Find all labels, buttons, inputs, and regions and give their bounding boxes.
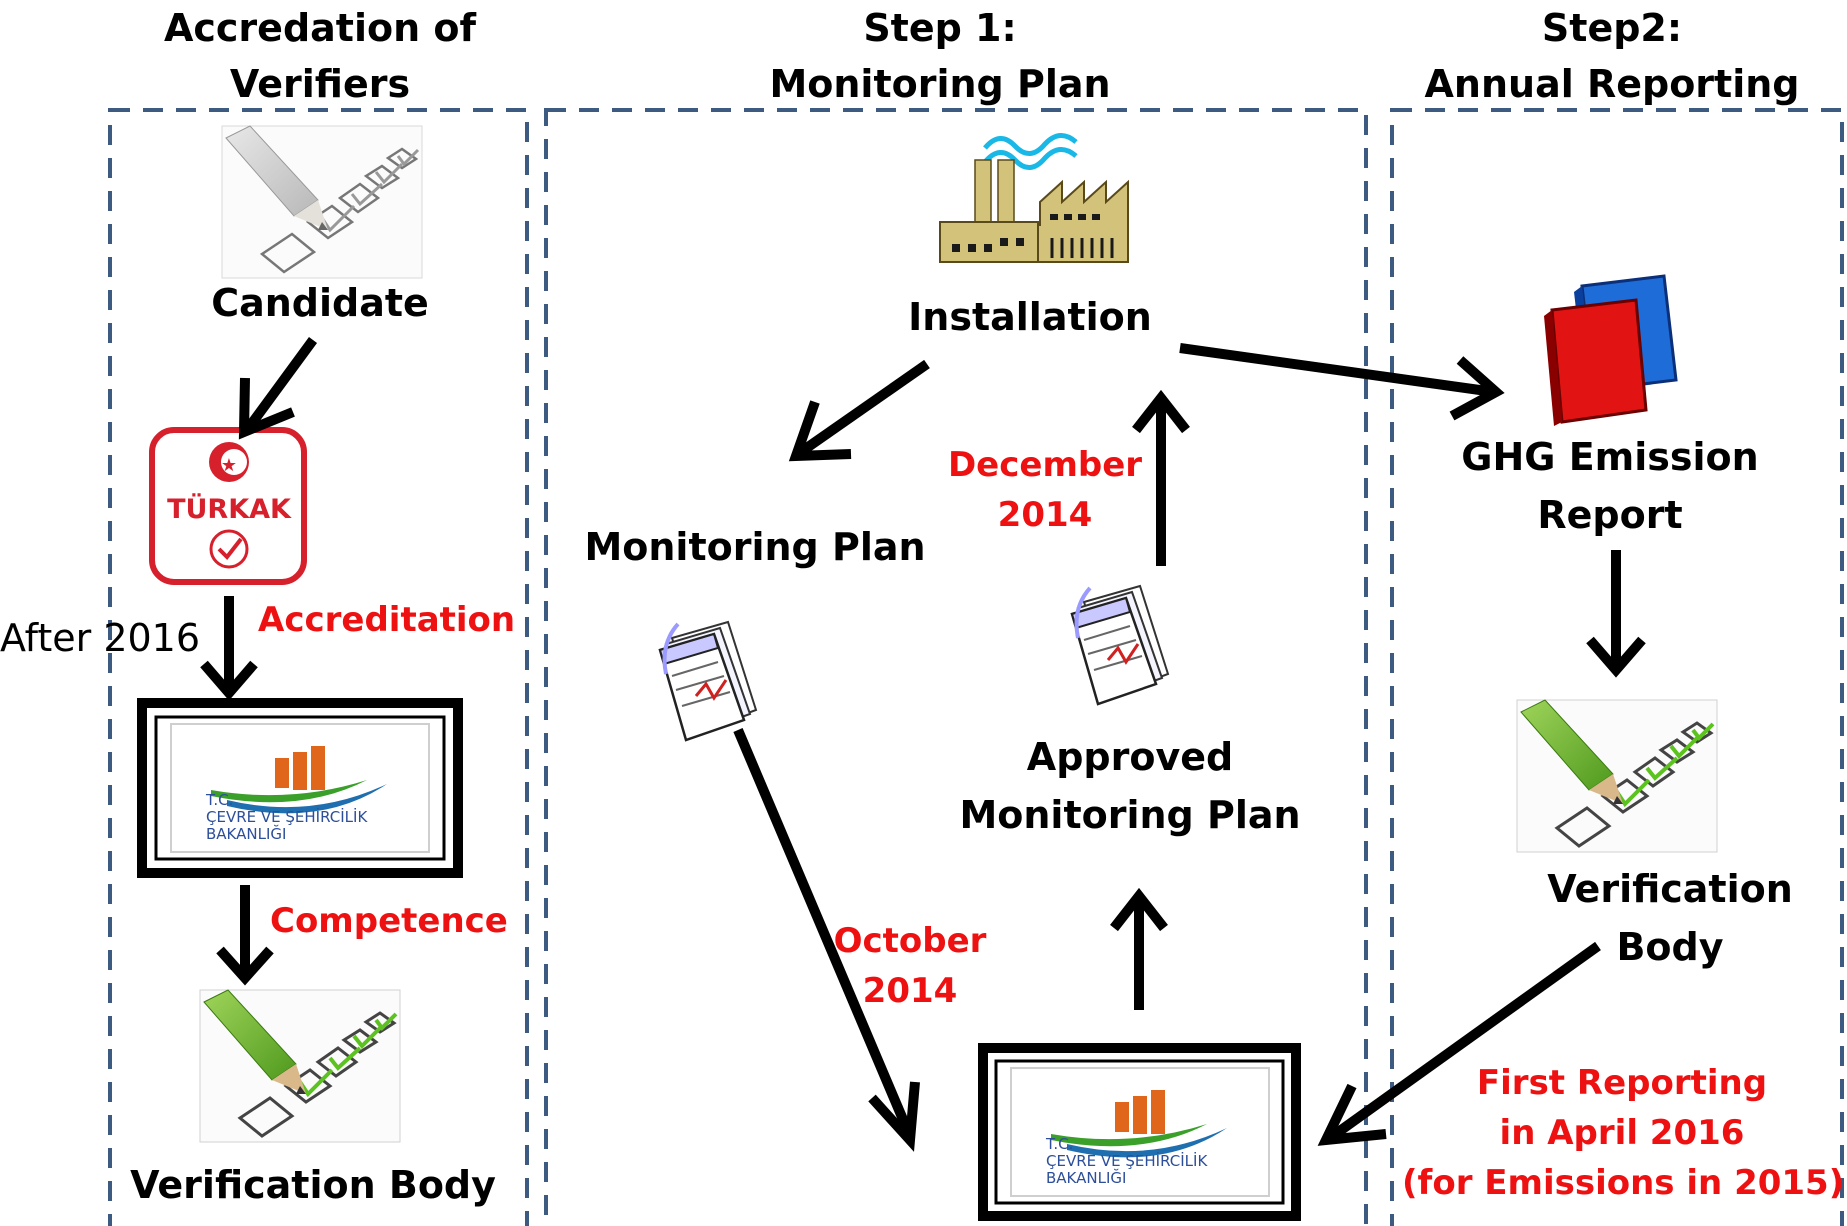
october-2014-label-line2: 2014 <box>862 971 958 1011</box>
october-2014-label-line1: October <box>833 921 987 961</box>
approved-plan-document-icon <box>1070 584 1170 706</box>
ministry-logo-left: T.C. ÇEVRE VE ŞEHİRCİLİK BAKANLIĞI <box>137 698 463 878</box>
first-reporting-label-line1: First Reporting <box>1476 1063 1768 1103</box>
first-reporting-label: First Reporting in April 2016 (for Emiss… <box>1402 1058 1845 1208</box>
report-binders-icon <box>1544 274 1678 426</box>
turkak-logo-icon: ★ TÜRKAK <box>149 427 307 585</box>
svg-text:ÇEVRE VE ŞEHİRCİLİK: ÇEVRE VE ŞEHİRCİLİK <box>1046 1151 1208 1170</box>
monitoring-plan-label: Monitoring Plan <box>584 525 926 569</box>
turkak-logo-text: TÜRKAK <box>167 492 292 525</box>
december-2014-label-line2: 2014 <box>997 495 1093 535</box>
step1-heading: Step 1: Monitoring Plan <box>740 0 1140 112</box>
arrow-candidate-to-turkak <box>238 337 318 440</box>
accreditation-edge-label: Accreditation <box>258 600 516 640</box>
factory-icon <box>939 133 1129 263</box>
step2-heading-line1: Step2: <box>1541 6 1683 50</box>
december-2014-label-line1: December <box>947 445 1143 485</box>
approved-plan-label-line1: Approved <box>1026 735 1234 779</box>
verification-body-right-label-line1: Verification <box>1547 867 1793 911</box>
svg-text:BAKANLIĞI: BAKANLIĞI <box>206 824 286 843</box>
after-2016-label: After 2016 <box>0 616 201 660</box>
ministry-logo-center: T.C. ÇEVRE VE ŞEHİRCİLİK BAKANLIĞI <box>978 1043 1301 1221</box>
arrow-turkak-to-ministry <box>200 596 258 701</box>
verification-body-right-label-line2: Body <box>1616 925 1724 969</box>
accreditation-heading-line2: Verifiers <box>229 62 411 106</box>
svg-text:BAKANLIĞI: BAKANLIĞI <box>1046 1168 1126 1187</box>
step2-heading-line2: Annual Reporting <box>1424 62 1800 106</box>
arrow-ministry-to-approved-plan <box>1110 887 1168 1010</box>
first-reporting-label-line3: (for Emissions in 2015) <box>1402 1163 1845 1203</box>
candidate-label: Candidate <box>211 281 429 325</box>
accreditation-heading-line1: Accredation of <box>163 6 477 50</box>
verification-checklist-left-icon <box>198 988 402 1144</box>
december-2014-label: December 2014 <box>940 440 1150 540</box>
accreditation-heading: Accredation of Verifiers <box>120 0 520 112</box>
approved-plan-label-line2: Monitoring Plan <box>959 793 1301 837</box>
verification-checklist-right-icon <box>1515 698 1719 854</box>
installation-label: Installation <box>908 295 1152 339</box>
step2-heading: Step2: Annual Reporting <box>1412 0 1812 112</box>
first-reporting-label-line2: in April 2016 <box>1499 1113 1745 1153</box>
approved-plan-label: Approved Monitoring Plan <box>930 728 1330 844</box>
arrow-approved-plan-to-installation <box>1132 389 1190 566</box>
svg-text:★: ★ <box>221 455 237 476</box>
arrow-ministry-to-verification-body <box>216 885 274 986</box>
svg-text:ÇEVRE VE ŞEHİRCİLİK: ÇEVRE VE ŞEHİRCİLİK <box>206 807 368 826</box>
arrow-monitoring-plan-to-ministry <box>733 728 920 1152</box>
arrow-installation-to-monitoring-plan <box>788 359 930 462</box>
svg-text:T.C.: T.C. <box>1045 1135 1073 1153</box>
svg-text:T.C.: T.C. <box>205 791 233 809</box>
candidate-checklist-icon <box>220 124 424 280</box>
verification-body-right-label: Verification Body <box>1500 860 1840 976</box>
competence-edge-label: Competence <box>270 901 508 941</box>
arrow-ghg-report-to-verification-body <box>1586 550 1646 678</box>
step1-frame <box>544 108 1368 1226</box>
ghg-report-label-line1: GHG Emission <box>1461 435 1759 479</box>
step1-heading-line1: Step 1: <box>863 6 1017 50</box>
monitoring-plan-document-icon <box>658 620 758 742</box>
october-2014-label: October 2014 <box>820 916 1000 1016</box>
verification-body-left-label: Verification Body <box>130 1163 496 1207</box>
arrow-verification-body-to-ministry <box>1317 941 1601 1146</box>
ghg-report-label: GHG Emission Report <box>1420 428 1800 544</box>
step1-heading-line2: Monitoring Plan <box>769 62 1111 106</box>
arrow-installation-to-ghg-report <box>1179 343 1505 421</box>
ghg-report-label-line2: Report <box>1537 493 1683 537</box>
accreditation-frame <box>108 108 529 1226</box>
